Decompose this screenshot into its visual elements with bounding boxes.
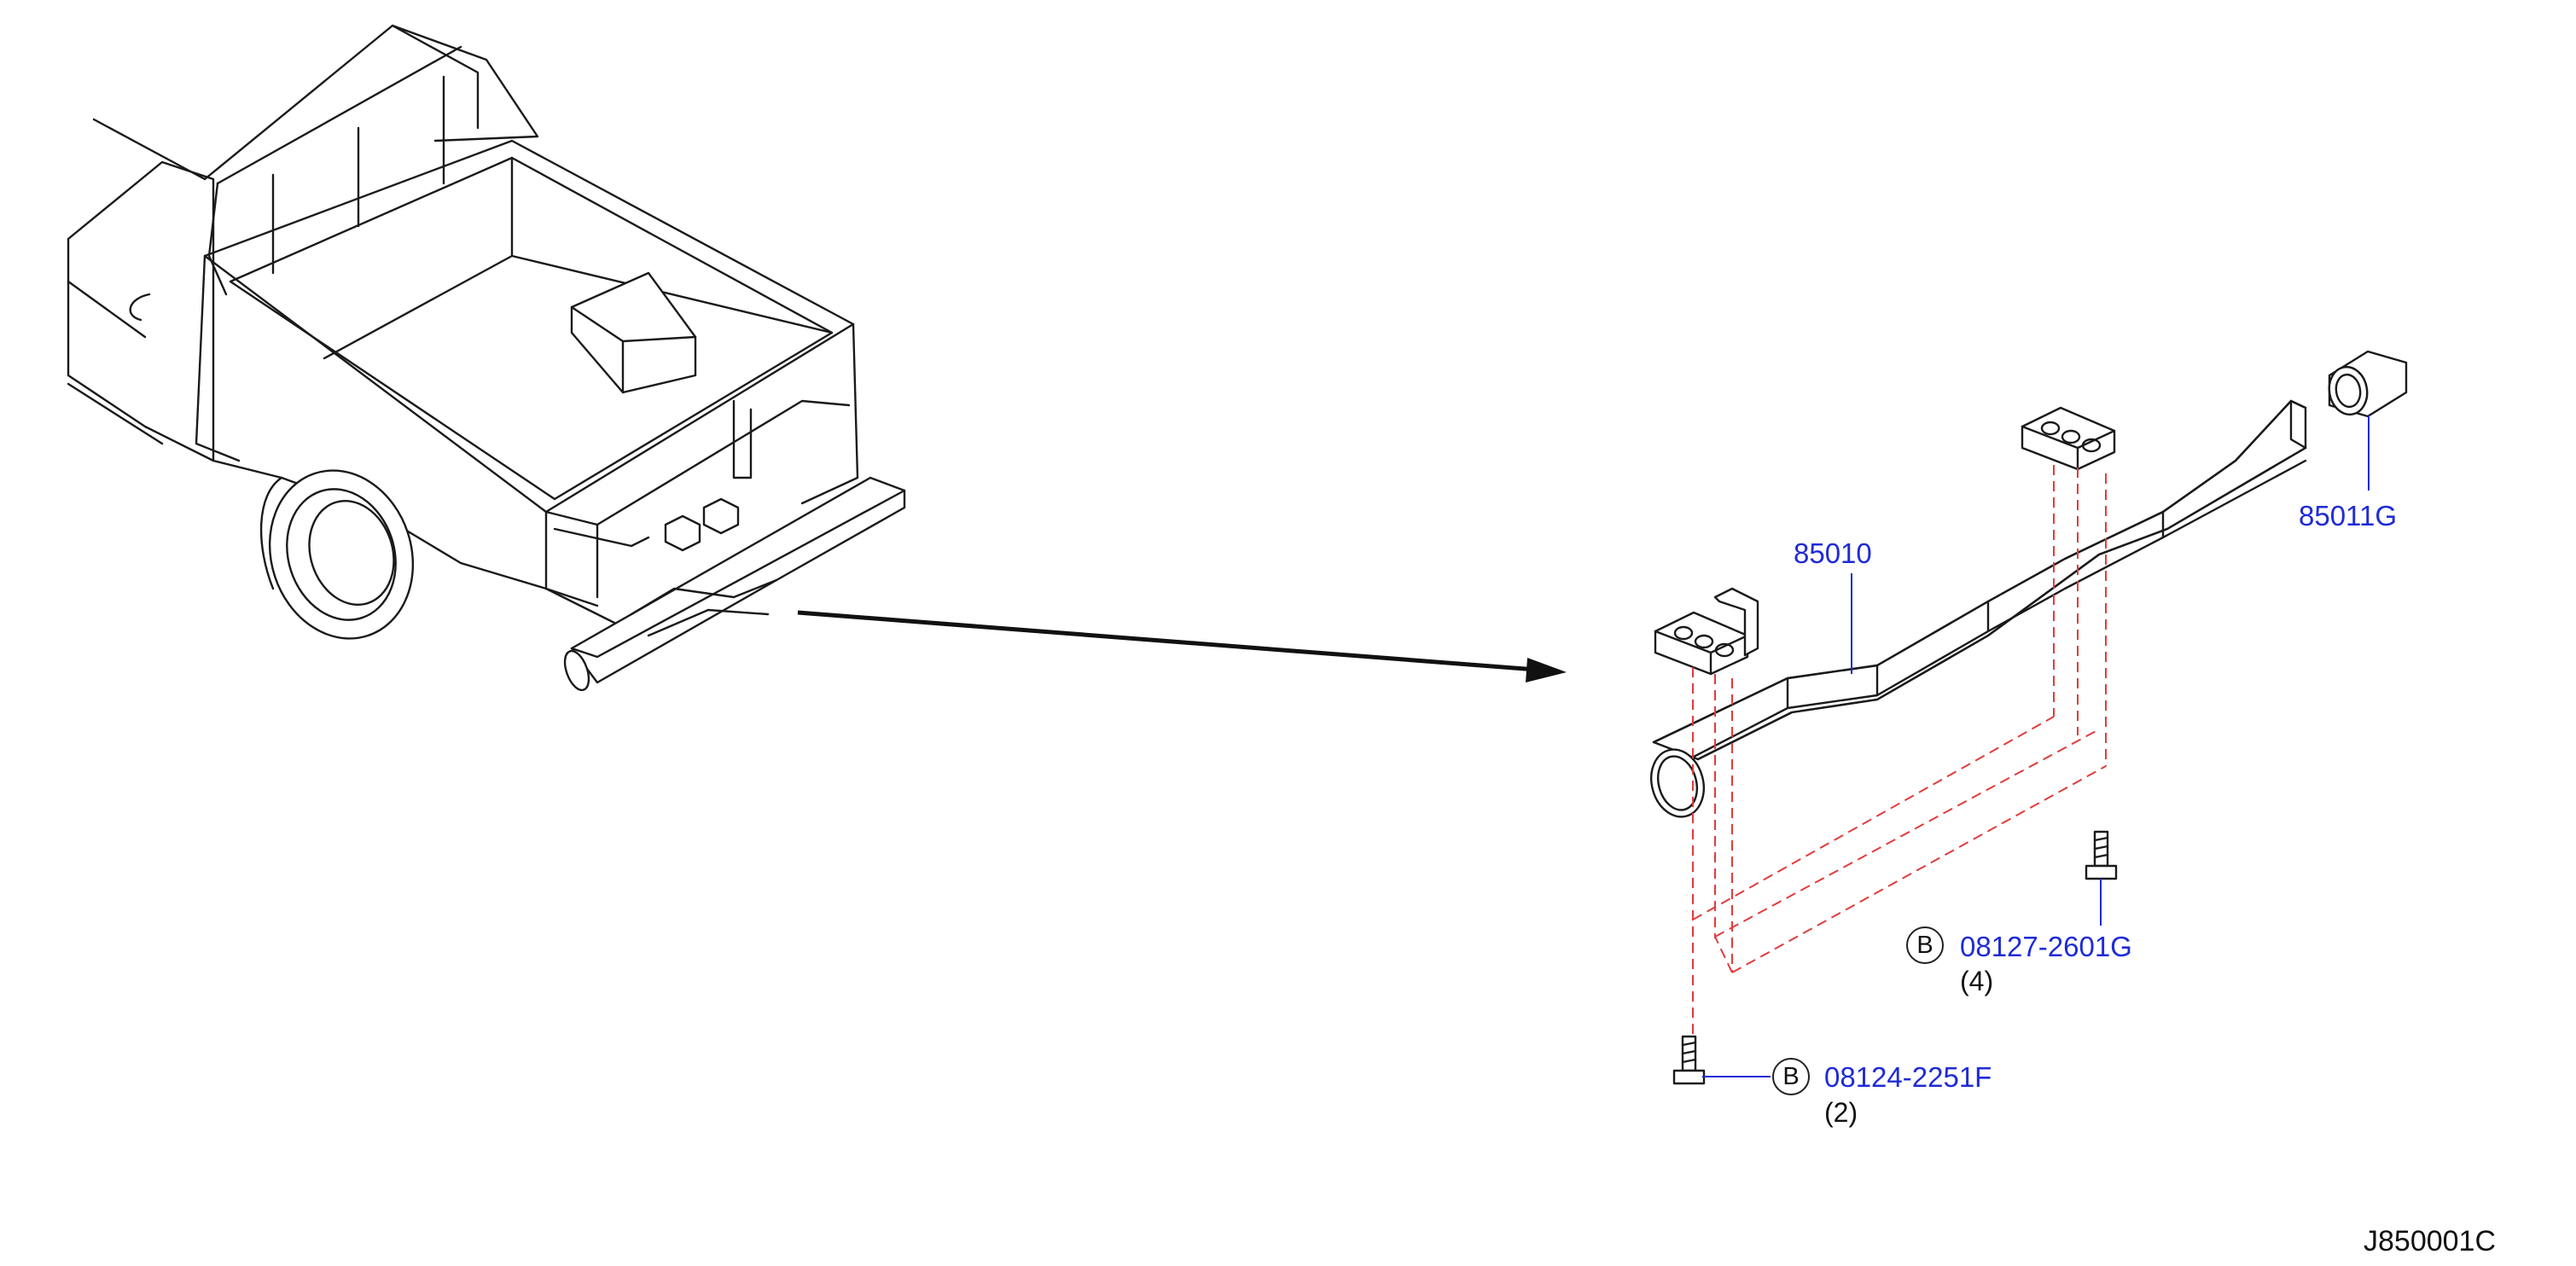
quantity-label-upper-bolt: (4) xyxy=(1960,966,1994,996)
quantity-label-lower-bolt: (2) xyxy=(1824,1097,1858,1128)
part-label-85010: 85010 xyxy=(1794,537,1872,569)
callout-symbol-b-lower: B xyxy=(1772,1058,1810,1095)
part-label-85011g: 85011G xyxy=(2299,500,2397,531)
cap-plug xyxy=(2328,350,2408,418)
bolt-upper xyxy=(2085,830,2118,880)
diagram-code: J850001C xyxy=(2364,1225,2497,1257)
part-label-08124-2251f: 08124-2251F xyxy=(1824,1061,1992,1093)
truck-illustration xyxy=(67,24,906,692)
mounting-leaders xyxy=(1692,465,2107,1037)
callout-leaders xyxy=(1702,415,2370,1077)
pointer-arrow xyxy=(797,610,1567,682)
part-label-08127-2601g: 08127-2601G xyxy=(1960,931,2132,962)
hitch-crossmember xyxy=(1650,399,2307,818)
callout-symbol-b-upper: B xyxy=(1906,926,1944,964)
bolt-lower xyxy=(1672,1035,1706,1085)
